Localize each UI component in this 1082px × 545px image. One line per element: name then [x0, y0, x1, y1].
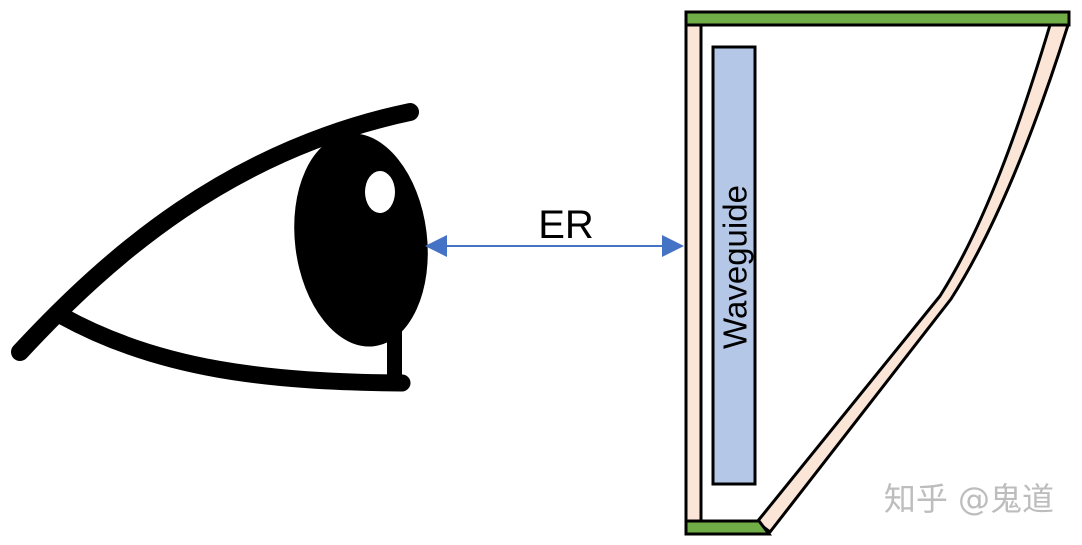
- housing-curved-wall: [755, 23, 1070, 534]
- housing-left-wall: [684, 12, 703, 536]
- eye-iris: [294, 133, 428, 347]
- waveguide-element: [711, 45, 757, 486]
- eye-relief-arrowhead-left: [425, 235, 447, 257]
- eye-lower-lid: [53, 307, 411, 392]
- eyepiece-housing: [684, 10, 1071, 536]
- housing-bottom-cap: [684, 519, 773, 536]
- housing-top-cap: [684, 10, 1071, 27]
- eye-highlight: [365, 171, 395, 213]
- eye-relief-arrow: [425, 235, 684, 257]
- er-label: ER: [538, 203, 594, 247]
- waveguide-label: Waveguide: [717, 185, 754, 349]
- eye-relief-arrowhead-right: [662, 235, 684, 257]
- watermark-text: 知乎 @鬼道: [884, 480, 1054, 518]
- eye-icon: [11, 103, 428, 392]
